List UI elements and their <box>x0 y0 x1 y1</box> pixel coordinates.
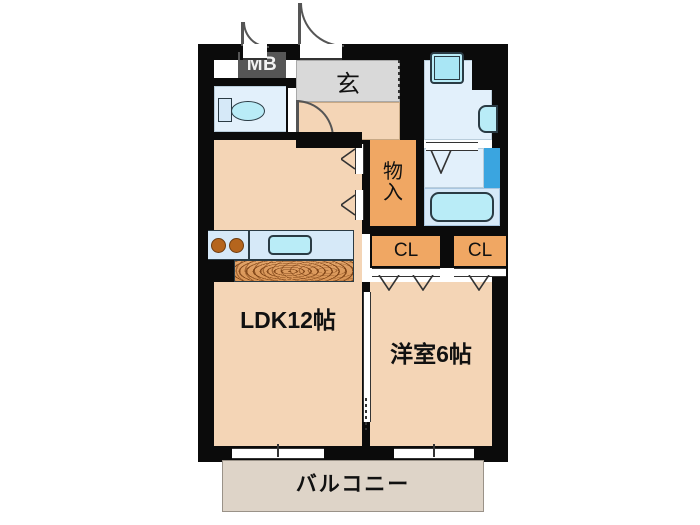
meter-box-door-opening <box>243 44 267 60</box>
bedroom-floor <box>370 282 492 446</box>
meter-box-door-jamb <box>240 44 243 60</box>
wash-basin-inner <box>434 56 460 80</box>
balcony-label: バルコニー <box>295 473 411 496</box>
stove-burner-2 <box>229 238 244 253</box>
washroom-side-fixture <box>478 105 498 133</box>
washroom-bath-divider <box>416 140 424 226</box>
bathroom-accent-strip <box>484 148 500 188</box>
genkan-tile-area <box>296 60 400 102</box>
ldk-bedroom-door-track <box>365 398 367 430</box>
stove-burner-1 <box>211 238 226 253</box>
toilet-tank <box>218 98 232 122</box>
ldk-floor <box>214 140 362 446</box>
meter-box-door-leaf[interactable] <box>241 22 244 46</box>
closet-right <box>452 234 508 268</box>
bathroom-door-open-chevron <box>430 150 452 174</box>
balcony-window-left-mullion <box>277 444 279 457</box>
kitchen-counter-wall-edge <box>198 230 208 260</box>
washroom-wall-left <box>416 44 424 140</box>
entrance-door-opening <box>300 44 342 60</box>
ldk-bedroom-sliding-door-2[interactable] <box>363 362 371 422</box>
bedroom-label: 洋室6帖 <box>390 341 472 367</box>
entrance-door-swing-arc[interactable] <box>300 3 344 47</box>
ldk-top-wall <box>198 132 362 140</box>
toilet-bowl <box>231 101 265 121</box>
stove-sink-divider <box>248 230 250 260</box>
entrance-hall-bottom-wall <box>296 140 362 148</box>
entrance-label: 玄 <box>336 70 360 98</box>
storage-label: 物 入 <box>370 140 416 226</box>
ldk-label: LDK12帖 <box>240 307 336 333</box>
entrance-door-jamb <box>296 44 300 60</box>
closet-right-door-sill[interactable] <box>454 268 506 277</box>
storage-label-char-1: 物 <box>383 161 403 183</box>
kitchen-wood-left-wall <box>198 260 234 282</box>
balcony-area <box>222 460 484 512</box>
storage-open-chevron-lower <box>341 194 356 216</box>
closet-right-label: CL <box>467 240 493 261</box>
wall-above-closets <box>362 226 508 234</box>
storage-open-chevron-upper <box>341 148 356 170</box>
closet-right-open-chevron <box>468 275 490 291</box>
closet-left-open-chevron-1 <box>378 275 400 291</box>
storage-sliding-door-upper[interactable] <box>355 144 364 174</box>
kitchen-sink-basin <box>268 235 312 255</box>
closet-left-label: CL <box>393 240 419 261</box>
closet-left-open-chevron-2 <box>412 275 434 291</box>
closet-band-wall <box>442 234 452 268</box>
closet-left-door-sill[interactable] <box>372 268 440 277</box>
storage-label-char-2: 入 <box>383 182 403 204</box>
ldk-bedroom-sliding-door[interactable] <box>363 292 371 362</box>
storage-sliding-door-lower[interactable] <box>355 190 364 220</box>
storage-wall-left <box>362 140 370 226</box>
genkan-partition-dots <box>398 60 400 102</box>
hall-washroom-wall <box>400 60 416 140</box>
toilet-door-opening <box>288 88 296 132</box>
entrance-door-leaf[interactable] <box>298 3 301 45</box>
bathtub-fixture <box>430 192 494 222</box>
kitchen-wood-floor <box>234 260 354 282</box>
closet-left <box>370 234 442 268</box>
washroom-notch-wall <box>472 44 508 90</box>
storage-area <box>370 140 416 226</box>
balcony-window-right-mullion <box>433 444 435 457</box>
toilet-wall-top <box>214 78 286 86</box>
bathroom-entry-door[interactable] <box>426 142 478 151</box>
